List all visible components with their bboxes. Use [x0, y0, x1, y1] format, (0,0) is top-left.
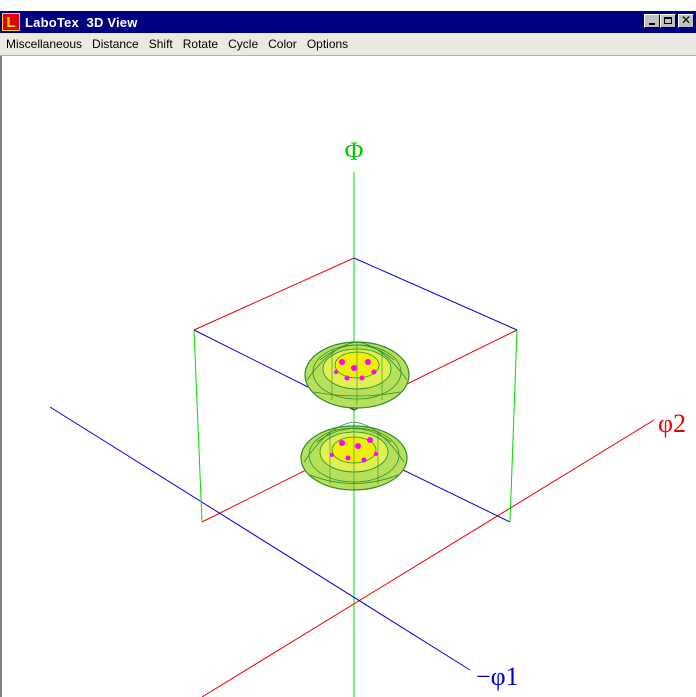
labotex-logo-icon[interactable]: L	[2, 13, 20, 31]
3d-scene[interactable]: Φ φ2 −φ1	[2, 56, 696, 697]
menu-options[interactable]: Options	[306, 37, 349, 51]
cube-edge	[193, 329, 203, 523]
menu-miscellaneous[interactable]: Miscellaneous	[6, 37, 83, 51]
phi1-axis-label: −φ1	[476, 662, 519, 691]
minimize-icon	[649, 23, 655, 25]
menu-color[interactable]: Color	[268, 37, 297, 51]
menu-shift[interactable]: Shift	[148, 37, 173, 51]
cube-edge	[509, 329, 518, 523]
cube-edge	[353, 257, 518, 331]
phi1-axis	[49, 406, 471, 671]
title-bar[interactable]: L LaboTex 3D View ✕	[0, 11, 696, 33]
phi2-axis-label: φ2	[658, 409, 686, 438]
window-title: LaboTex 3D View	[25, 14, 138, 30]
texture-blob-upper	[304, 341, 410, 409]
app-icon-letter: L	[6, 13, 16, 31]
menu-distance[interactable]: Distance	[92, 37, 139, 51]
close-button[interactable]: ✕	[678, 14, 694, 28]
minimize-button[interactable]	[644, 14, 660, 28]
close-icon: ✕	[680, 13, 692, 27]
phi-axis-label: Φ	[344, 137, 363, 166]
maximize-button[interactable]	[660, 14, 676, 28]
cube-edge	[193, 257, 355, 331]
menu-bar: Miscellaneous Distance Shift Rotate Cycl…	[0, 33, 696, 56]
window-controls: ✕	[644, 14, 694, 28]
menu-rotate[interactable]: Rotate	[182, 37, 219, 51]
maximize-icon	[664, 17, 672, 24]
phi2-axis	[201, 419, 655, 697]
menu-cycle[interactable]: Cycle	[228, 37, 259, 51]
3d-viewport[interactable]: Φ φ2 −φ1	[0, 56, 696, 697]
texture-blob-lower	[300, 421, 408, 491]
